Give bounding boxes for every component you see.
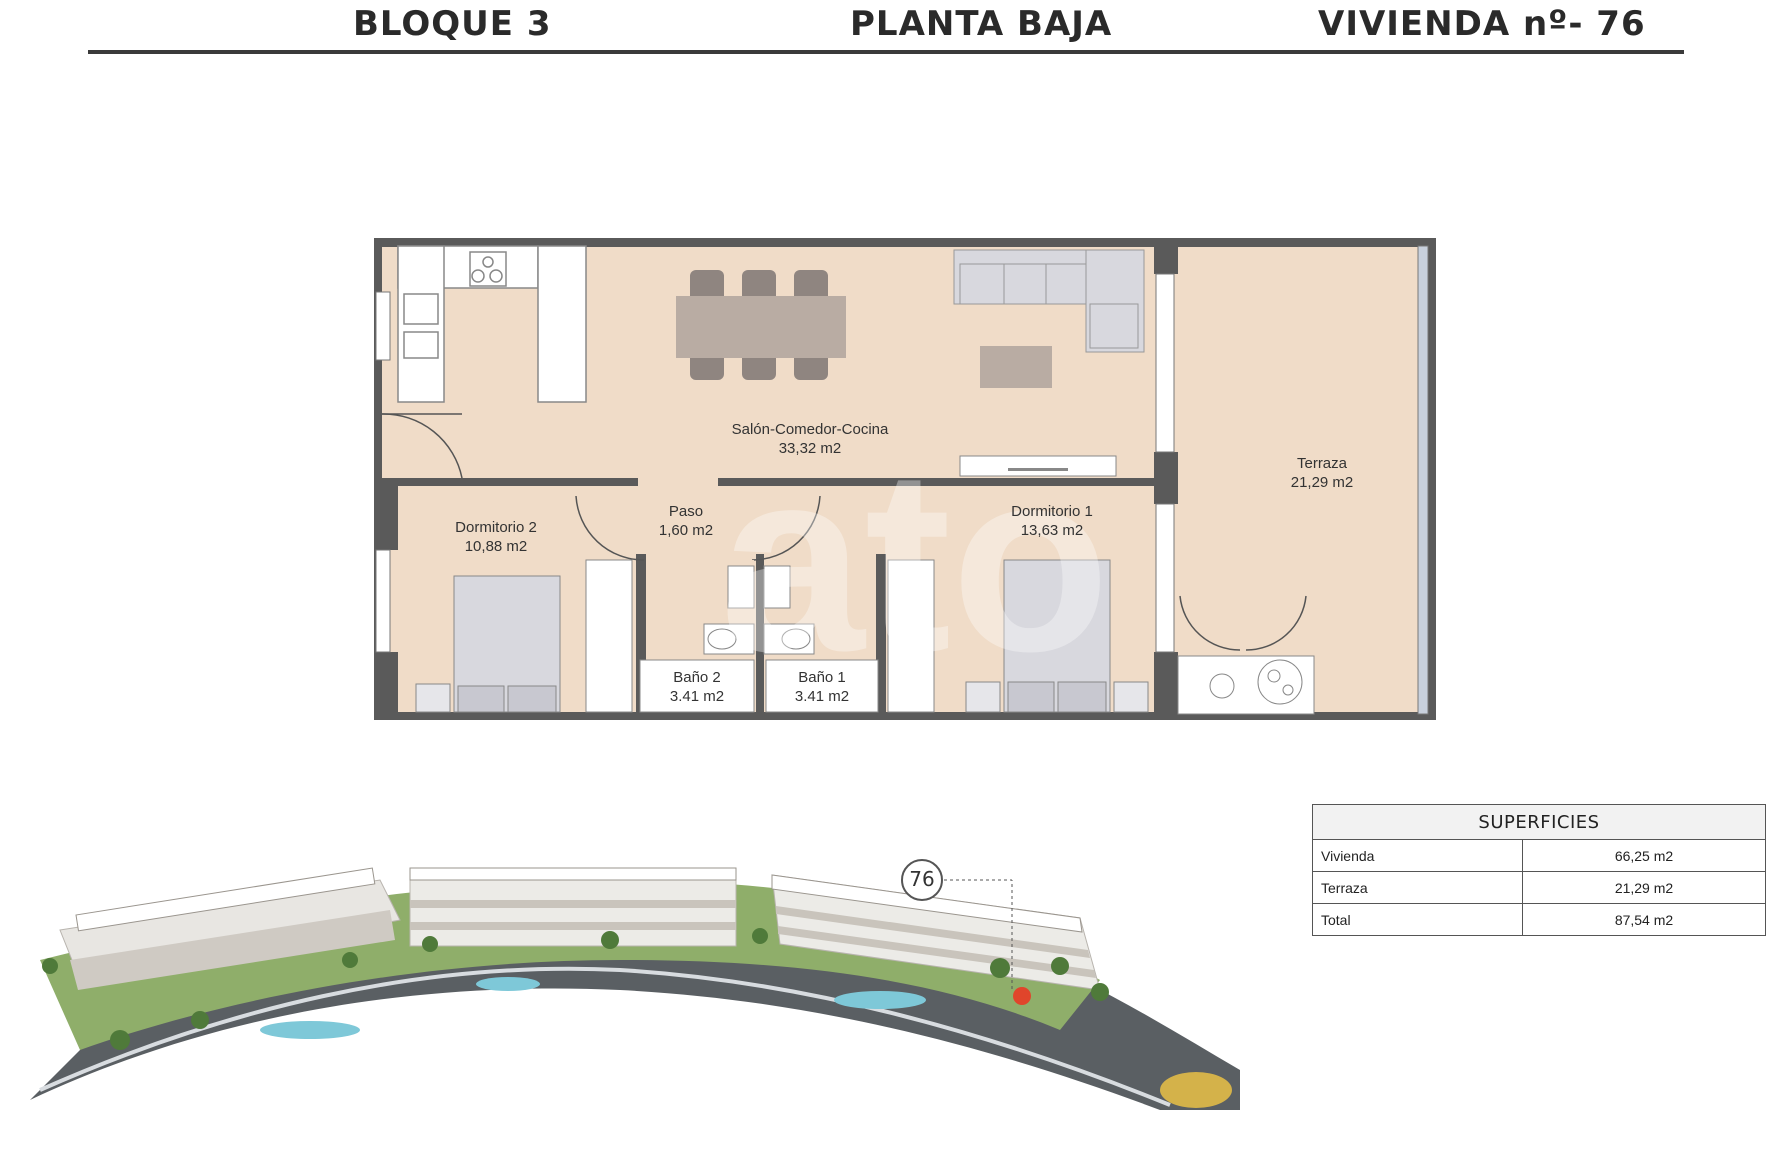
sofa: [953, 249, 1145, 353]
block-title: BLOQUE 3: [353, 4, 552, 44]
coffee-table: [980, 346, 1052, 388]
superficies-table: SUPERFICIES Vivienda 66,25 m2 Terraza 21…: [1312, 804, 1766, 936]
watermark: ato: [720, 416, 1110, 706]
bed-2: [415, 575, 561, 713]
row-value: 21,29 m2: [1522, 871, 1766, 904]
laundry: [1177, 655, 1315, 715]
row-value: 87,54 m2: [1522, 903, 1766, 936]
header-rule: [88, 50, 1684, 54]
walls: [374, 238, 1436, 720]
tv-unit: [959, 455, 1117, 477]
table-row: Terraza 21,29 m2: [1312, 871, 1766, 904]
floor-title: PLANTA BAJA: [850, 4, 1113, 44]
table-row: Total 87,54 m2: [1312, 903, 1766, 936]
bed-1: [965, 559, 1149, 713]
kitchen: [397, 245, 587, 403]
row-label: Terraza: [1312, 871, 1523, 904]
unit-title: VIVIENDA nº- 76: [1318, 4, 1646, 44]
wardrobe-1: [887, 559, 935, 713]
dining-table: [676, 270, 846, 380]
unit-marker-label: 76: [909, 867, 935, 891]
table-row: Vivienda 66,25 m2: [1312, 839, 1766, 872]
superficies-title: SUPERFICIES: [1312, 804, 1766, 840]
row-value: 66,25 m2: [1522, 839, 1766, 872]
row-label: Total: [1312, 903, 1523, 936]
bathrooms: [639, 560, 879, 713]
wardrobe-2: [585, 559, 633, 713]
row-label: Vivienda: [1312, 839, 1523, 872]
